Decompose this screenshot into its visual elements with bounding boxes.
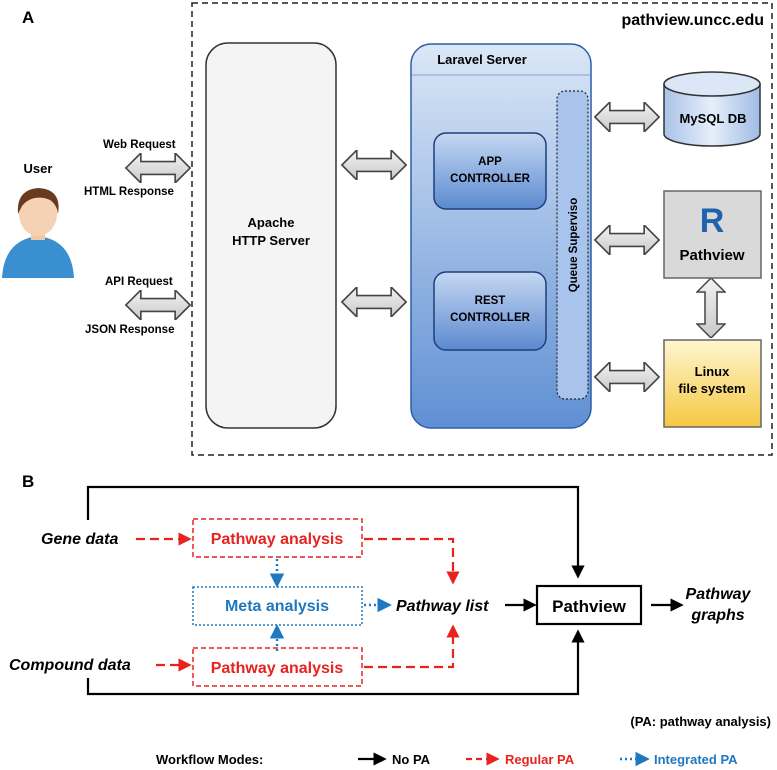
linux-fs-box (663, 339, 762, 428)
no-pa-top-path (86, 485, 585, 579)
apache-laravel-arrow-top (341, 150, 407, 180)
pathway-analysis-top-box (192, 518, 363, 558)
no-pa-bottom-path (86, 629, 585, 696)
pathview-box-label: Pathview (552, 597, 626, 616)
pa-top-to-list-arrow (364, 537, 460, 585)
laravel-mysql-arrow (594, 102, 660, 132)
app-controller-box (433, 132, 547, 210)
pathview-linux-arrow (696, 278, 726, 338)
site-label: pathview.uncc.edu (621, 12, 764, 29)
laravel-title: Laravel Server (437, 52, 527, 67)
panel-a: A pathview.uncc.edu User Web Request HTM… (2, 2, 773, 456)
user-label: User (24, 161, 53, 176)
apache-line2: HTTP Server (232, 233, 310, 248)
app-controller-line2: CONTROLLER (450, 173, 531, 185)
legend: Workflow Modes: No PA Regular PA Integra… (156, 751, 738, 767)
rest-controller-box (433, 271, 547, 351)
json-response-label: JSON Response (85, 324, 174, 336)
mysql-label: MySQL DB (680, 111, 747, 126)
panel-a-label: A (22, 8, 34, 27)
r-pathview-label: Pathview (679, 247, 744, 264)
apache-laravel-arrow-bottom (341, 287, 407, 317)
pathway-analysis-top-label: Pathway analysis (211, 531, 344, 548)
legend-regular-pa-label: Regular PA (505, 752, 575, 767)
pa-note: (PA: pathway analysis) (630, 714, 771, 729)
queue-supervisor-label: Queue Superviso (568, 198, 580, 293)
legend-no-pa-label: No PA (392, 752, 431, 767)
pathway-analysis-bottom-label: Pathway analysis (211, 660, 344, 677)
web-request-label: Web Request (103, 139, 176, 151)
pathway-analysis-bottom-box (192, 647, 363, 687)
laravel-linux-arrow (594, 362, 660, 392)
pa-bottom-to-list-arrow (364, 624, 460, 669)
api-request-label: API Request (105, 276, 173, 288)
linux-line2: file system (678, 381, 745, 396)
meta-analysis-box (192, 586, 363, 626)
legend-integrated-pa-label: Integrated PA (654, 752, 738, 767)
legend-title: Workflow Modes: (156, 752, 263, 767)
apache-server-box (205, 42, 337, 429)
panel-b-label: B (22, 472, 34, 491)
panel-b: B Gene data Pathway analysis Meta analys… (9, 472, 771, 729)
gene-data-label: Gene data (41, 531, 118, 548)
r-logo-icon: R (700, 202, 725, 240)
pathway-graphs-line2: graphs (690, 607, 744, 624)
pathway-graphs-line1: Pathway (686, 586, 752, 603)
api-request-arrow (124, 290, 192, 320)
linux-line1: Linux (695, 364, 730, 379)
html-response-label: HTML Response (84, 186, 174, 198)
rest-controller-line1: REST (475, 295, 506, 307)
r-pathview-box (663, 190, 762, 279)
web-request-arrow (124, 153, 192, 183)
pathway-list-label: Pathway list (396, 598, 489, 615)
server-boundary (191, 2, 773, 456)
laravel-pathview-arrow (594, 225, 660, 255)
mysql-db-icon (663, 71, 761, 147)
rest-controller-line2: CONTROLLER (450, 312, 531, 324)
app-controller-line1: APP (478, 156, 502, 168)
apache-line1: Apache (248, 215, 295, 230)
user-avatar-icon (2, 188, 74, 278)
meta-analysis-label: Meta analysis (225, 598, 329, 615)
queue-supervisor-box (556, 90, 589, 400)
compound-data-label: Compound data (9, 657, 131, 674)
pathview-box (535, 584, 643, 626)
